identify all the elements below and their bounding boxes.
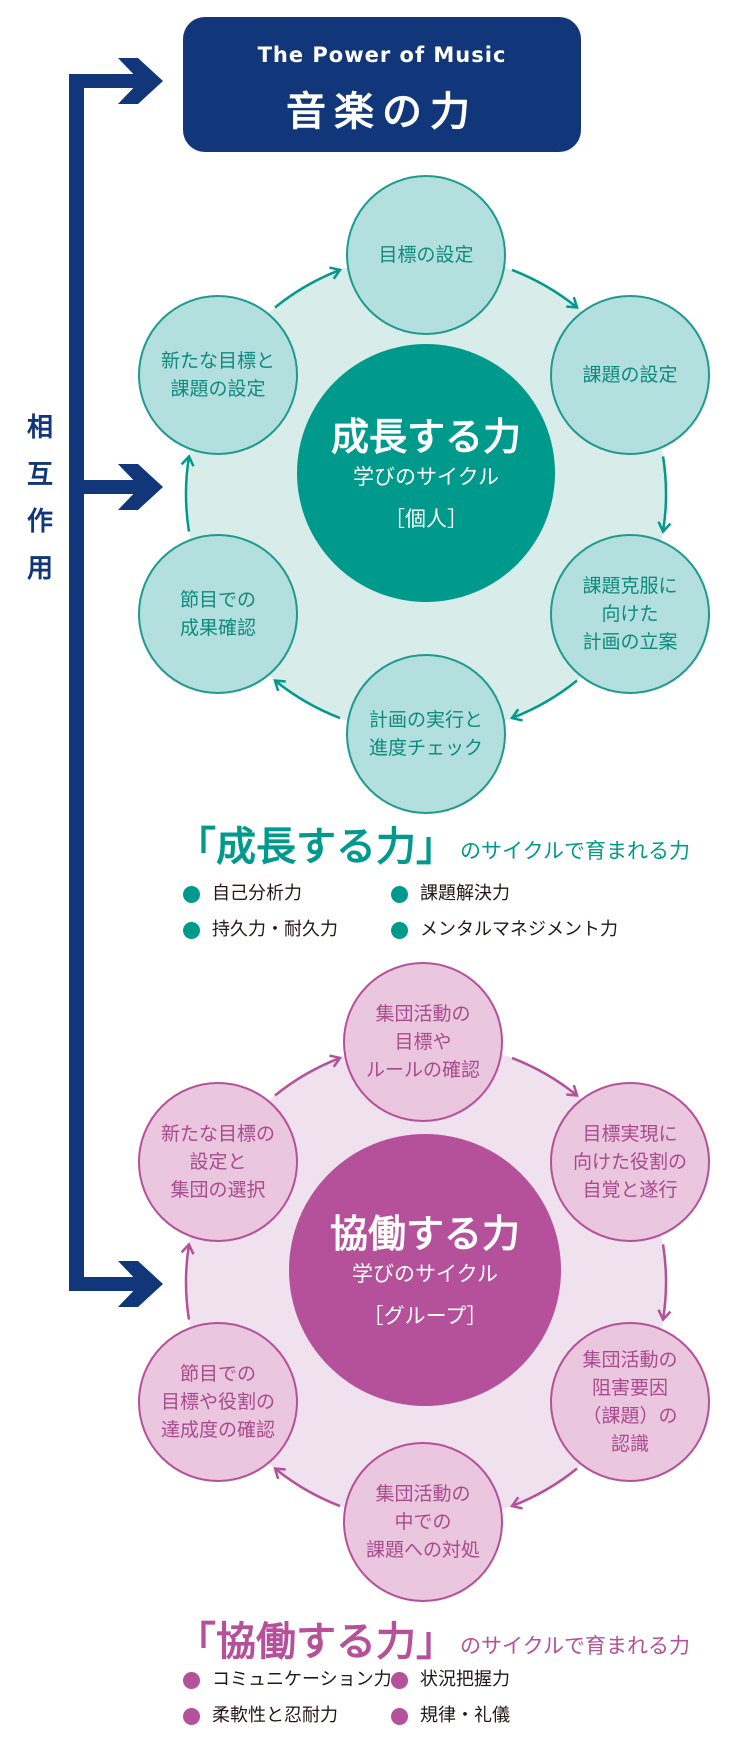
cycle-arrow bbox=[184, 456, 191, 532]
bullet-dot-icon bbox=[391, 885, 408, 903]
cycle-arrow bbox=[511, 1056, 578, 1097]
list-item: 状況把握力 bbox=[391, 1666, 651, 1694]
arrowhead-icon bbox=[273, 1467, 286, 1480]
growth-step-goal: 目標の設定 bbox=[346, 175, 506, 335]
arrowhead-icon bbox=[566, 1084, 579, 1097]
growth-core-tag: ［個人］ bbox=[384, 507, 468, 531]
cycle-arrow bbox=[274, 1056, 341, 1097]
collab-step-roles: 目標実現に 向けた役割の 自覚と遂行 bbox=[550, 1082, 710, 1242]
cycle-arrow bbox=[661, 1244, 668, 1320]
collab-skill-list: コミュニケーション力 状況把握力 柔軟性と忍耐力 規律・礼儀 bbox=[183, 1666, 651, 1730]
list-item: 規律・礼儀 bbox=[391, 1702, 651, 1730]
bullet-dot-icon bbox=[391, 1707, 408, 1725]
collab-heading-subtitle: のサイクルで育まれる力 bbox=[460, 1634, 690, 1658]
collab-step-rules: 集団活動の 目標や ルールの確認 bbox=[343, 962, 503, 1122]
growth-step-new-goal: 新たな目標と 課題の設定 bbox=[138, 295, 298, 455]
skill-label: 柔軟性と忍耐力 bbox=[212, 1705, 338, 1726]
collab-step-address: 集団活動の 中での 課題への対処 bbox=[343, 1442, 503, 1602]
arrowhead-icon bbox=[329, 1054, 343, 1068]
skill-label: コミュニケーション力 bbox=[212, 1669, 392, 1690]
connector-top-branch bbox=[69, 74, 149, 88]
cycle-arrow bbox=[274, 268, 341, 309]
skill-label: 課題解決力 bbox=[420, 883, 510, 904]
bullet-dot-icon bbox=[183, 921, 200, 939]
cycle-arrow bbox=[511, 679, 578, 720]
title-japanese: 音楽の力 bbox=[286, 89, 478, 135]
cycle-arrow bbox=[274, 1467, 341, 1508]
cycle-arrow bbox=[661, 456, 668, 532]
skill-label: 持久力・耐久力 bbox=[212, 919, 338, 940]
bullet-dot-icon bbox=[183, 1671, 200, 1689]
bullet-dot-icon bbox=[183, 885, 200, 903]
bullet-dot-icon bbox=[391, 921, 408, 939]
growth-step-issue: 課題の設定 bbox=[550, 295, 710, 455]
collab-core: 協働する力 学びのサイクル ［グループ］ bbox=[289, 1134, 561, 1406]
skill-label: メンタルマネジメント力 bbox=[420, 919, 618, 940]
arrowhead-icon bbox=[509, 708, 523, 722]
list-item: 自己分析力 bbox=[183, 880, 391, 908]
skill-label: 自己分析力 bbox=[212, 883, 302, 904]
growth-step-execute: 計画の実行と 進度チェック bbox=[346, 654, 506, 814]
cycle-arrow bbox=[511, 1467, 578, 1508]
connector-vertical-line bbox=[69, 78, 84, 1291]
growth-core: 成長する力 学びのサイクル ［個人］ bbox=[297, 344, 555, 602]
arrowhead-icon bbox=[180, 1242, 195, 1255]
list-item: 柔軟性と忍耐力 bbox=[183, 1702, 391, 1730]
interaction-label: 相 互 作 用 bbox=[26, 413, 53, 584]
growth-heading: 「成長する力」 のサイクルで育まれる力 bbox=[176, 822, 690, 872]
arrowhead-icon bbox=[509, 1496, 523, 1510]
list-item: 持久力・耐久力 bbox=[183, 916, 391, 944]
collab-core-tag: ［グループ］ bbox=[362, 1304, 488, 1328]
growth-skill-list: 自己分析力 課題解決力 持久力・耐久力 メンタルマネジメント力 bbox=[183, 880, 651, 944]
growth-heading-subtitle: のサイクルで育まれる力 bbox=[460, 839, 690, 863]
collab-step-review: 節目での 目標や役割の 達成度の確認 bbox=[138, 1322, 298, 1482]
bullet-dot-icon bbox=[183, 1707, 200, 1725]
collab-core-title: 協働する力 bbox=[329, 1212, 520, 1256]
arrow-right-icon bbox=[118, 58, 163, 104]
list-item: コミュニケーション力 bbox=[183, 1666, 392, 1694]
collab-core-subtitle: 学びのサイクル bbox=[352, 1262, 498, 1286]
collab-step-obstacles: 集団活動の 阻害要因 （課題）の 認識 bbox=[550, 1322, 710, 1482]
list-item: 課題解決力 bbox=[391, 880, 651, 908]
growth-core-subtitle: 学びのサイクル bbox=[353, 465, 499, 489]
cycle-arrow bbox=[184, 1244, 191, 1320]
collab-heading: 「協働する力」 のサイクルで育まれる力 bbox=[176, 1617, 690, 1667]
growth-core-title: 成長する力 bbox=[330, 415, 521, 459]
arrowhead-icon bbox=[657, 1309, 672, 1322]
collab-heading-title: 「協働する力」 bbox=[176, 1619, 456, 1665]
arrow-right-icon bbox=[118, 464, 163, 510]
skill-label: 規律・礼儀 bbox=[420, 1705, 510, 1726]
arrowhead-icon bbox=[273, 679, 286, 692]
arrowhead-icon bbox=[566, 296, 579, 309]
title-box: The Power of Music 音楽の力 bbox=[183, 17, 581, 152]
growth-step-review: 節目での 成果確認 bbox=[138, 534, 298, 694]
arrowhead-icon bbox=[657, 521, 672, 534]
growth-step-plan: 課題克服に 向けた 計画の立案 bbox=[550, 534, 710, 694]
connector-bottom-branch bbox=[69, 1277, 149, 1291]
connector-mid-branch bbox=[69, 480, 149, 494]
title-english: The Power of Music bbox=[257, 43, 507, 67]
interaction-connector bbox=[69, 58, 163, 1307]
arrowhead-icon bbox=[180, 454, 195, 467]
cycle-arrow bbox=[274, 679, 341, 720]
skill-label: 状況把握力 bbox=[420, 1669, 510, 1690]
bullet-dot-icon bbox=[391, 1671, 408, 1689]
collab-step-new-goal: 新たな目標の 設定と 集団の選択 bbox=[138, 1082, 298, 1242]
growth-heading-title: 「成長する力」 bbox=[176, 824, 456, 870]
cycle-arrow bbox=[511, 268, 578, 309]
list-item: メンタルマネジメント力 bbox=[391, 916, 651, 944]
arrowhead-icon bbox=[329, 266, 343, 280]
arrow-right-icon bbox=[118, 1261, 163, 1307]
